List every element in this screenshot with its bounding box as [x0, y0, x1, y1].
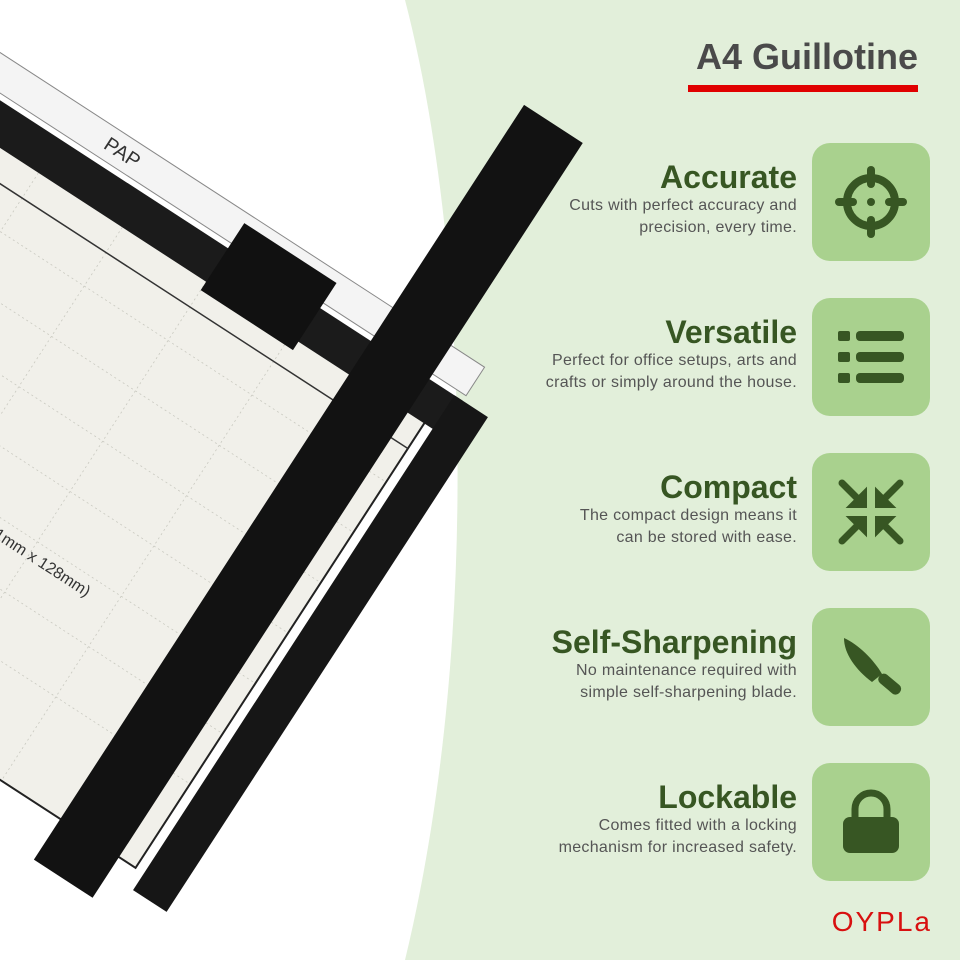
feature-desc: Comes fitted with a locking — [598, 817, 797, 834]
feature-title: Versatile — [665, 314, 797, 350]
feature-versatile: Versatile Perfect for office setups, art… — [450, 298, 930, 416]
list-icon — [812, 298, 930, 416]
feature-desc: The compact design means it — [579, 507, 797, 524]
feature-compact: Compact The compact design means it can … — [450, 453, 930, 571]
feature-desc: simple self-sharpening blade. — [580, 684, 797, 701]
feature-title: Accurate — [660, 159, 797, 195]
title-underline — [688, 85, 918, 92]
feature-title: Self-Sharpening — [551, 624, 797, 660]
feature-desc: mechanism for increased safety. — [558, 839, 797, 856]
feature-lockable: Lockable Comes fitted with a locking mec… — [450, 763, 930, 881]
feature-self-sharpening: Self-Sharpening No maintenance required … — [450, 608, 930, 726]
knife-icon — [812, 608, 930, 726]
padlock-icon — [812, 763, 930, 881]
feature-desc: Cuts with perfect accuracy and — [569, 197, 797, 214]
feature-desc: precision, every time. — [639, 219, 797, 236]
crosshair-icon — [812, 143, 930, 261]
feature-title: Compact — [660, 469, 797, 505]
feature-desc: can be stored with ease. — [616, 529, 797, 546]
feature-desc: Perfect for office setups, arts and — [552, 352, 797, 369]
feature-desc: crafts or simply around the house. — [545, 374, 797, 391]
feature-desc: No maintenance required with — [576, 662, 797, 679]
compress-arrows-icon — [812, 453, 930, 571]
page-title: A4 Guillotine — [695, 36, 918, 77]
feature-accurate: Accurate Cuts with perfect accuracy and … — [450, 143, 930, 261]
feature-title: Lockable — [658, 779, 797, 815]
brand-logo: OYPLa — [831, 906, 932, 937]
